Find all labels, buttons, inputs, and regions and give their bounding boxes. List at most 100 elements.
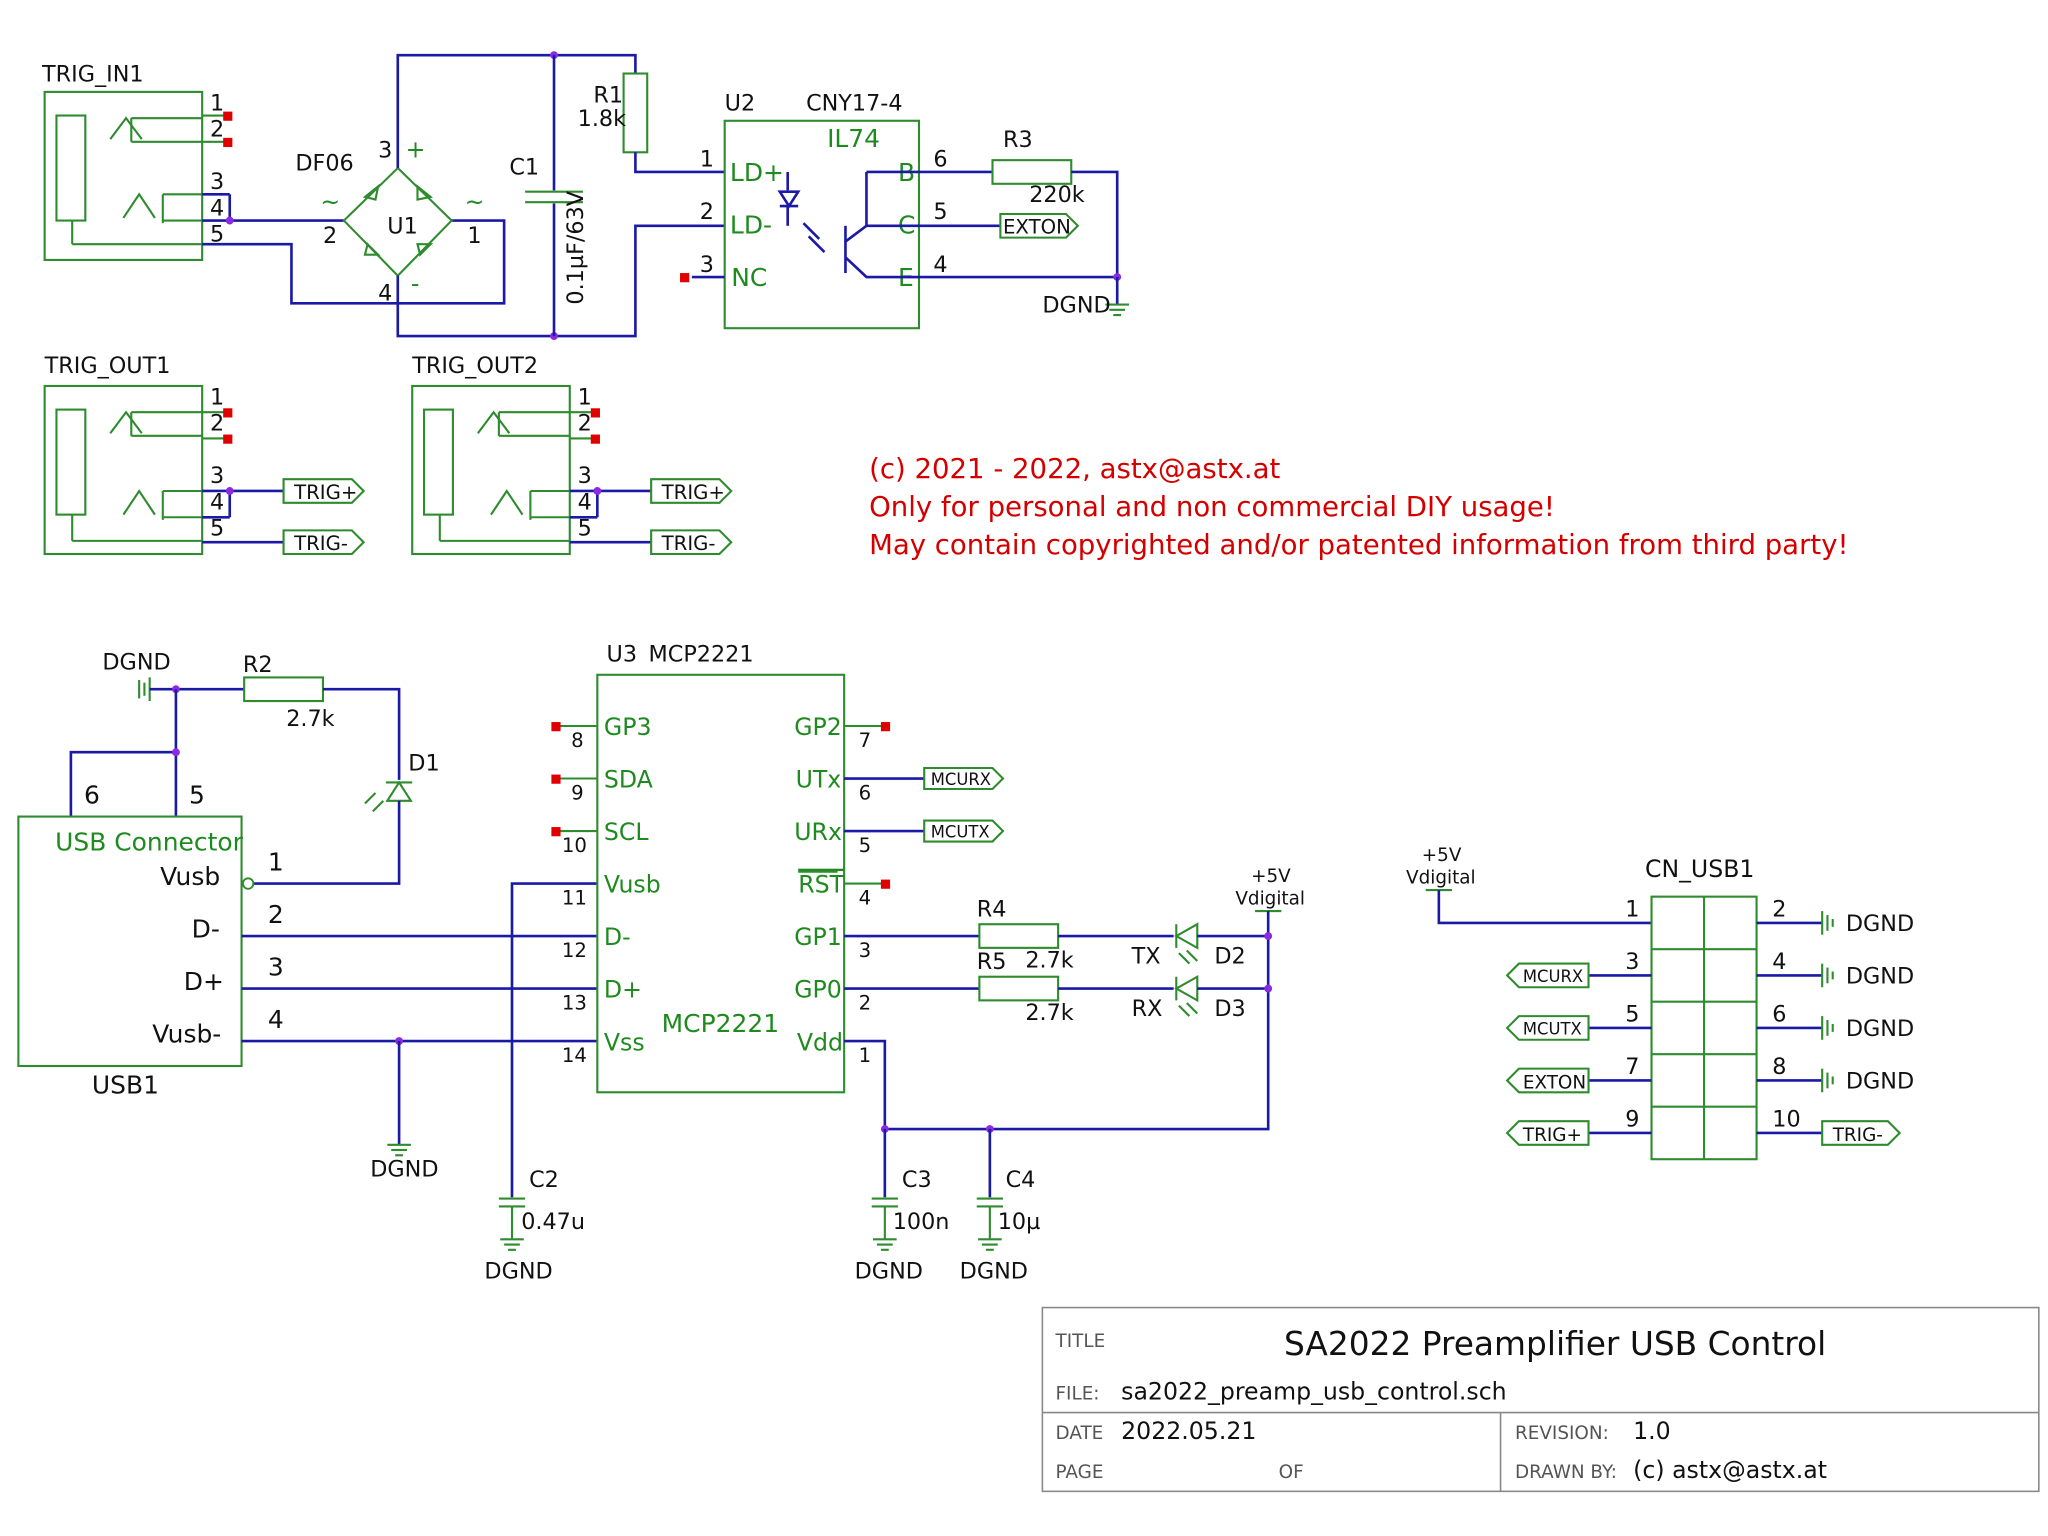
resistor-r4: R4 2.7k [977, 896, 1074, 973]
c2-ref: C2 [529, 1167, 559, 1193]
r3-value: 220k [1029, 182, 1085, 208]
u3-pin11: 11 [562, 887, 587, 910]
usb-pin1-num: 1 [268, 847, 284, 876]
cn-pin10: 10 [1772, 1106, 1800, 1132]
r2-value: 2.7k [286, 706, 334, 732]
u3-dplus: D+ [604, 976, 642, 1004]
c4-ref: C4 [1006, 1167, 1036, 1193]
capacitor-c4: C4 10µ DGND [960, 1167, 1041, 1285]
trig-out2-ref: TRIG_OUT2 [411, 353, 538, 379]
u3-gp0: GP0 [794, 976, 842, 1004]
dgnd-label-c4: DGND [960, 1259, 1028, 1285]
trig-out1-pin4: 4 [210, 489, 224, 515]
tb-file: sa2022_preamp_usb_control.sch [1121, 1377, 1507, 1405]
bridge-pin2: 2 [323, 223, 337, 249]
resistor-r5: R5 2.7k [977, 949, 1074, 1026]
u3-pin7: 7 [859, 729, 872, 752]
vplus-line1-cn: +5V [1422, 845, 1462, 866]
usb-pin2-name: D- [192, 914, 220, 943]
dgnd-label-usb: DGND [370, 1156, 438, 1182]
power-5v-vdigital-u3: +5V Vdigital [1235, 866, 1305, 913]
u3-vdd: Vdd [797, 1028, 843, 1056]
u2-nc: NC [731, 263, 767, 292]
u2-ref: U2 [725, 90, 756, 116]
vplus-line2-cn: Vdigital [1406, 868, 1476, 889]
u3-model: MCP2221 [649, 642, 754, 668]
trig-out1-pin5: 5 [210, 516, 224, 542]
usb-pin3-num: 3 [268, 952, 284, 981]
mcurx-label-cn: MCURX [1523, 967, 1583, 986]
u3-pin10: 10 [562, 834, 587, 857]
usb-connector: 6 5 USB Connector Vusb D- D+ Vusb- 1 2 3… [17, 780, 284, 1100]
u3-right-pins: GP2 UTx URx RST GP1 GP0 Vdd 7 6 5 4 3 2 … [794, 713, 891, 1067]
trig-out1-plus-label: TRIG+ [293, 481, 357, 504]
u3-urx: URx [794, 818, 842, 846]
u2-pin6: 6 [933, 147, 947, 173]
usb-pin4-name: Vusb- [152, 1019, 221, 1048]
u2-ldm: LD- [730, 211, 772, 240]
c4-value: 10µ [998, 1209, 1041, 1235]
u3-scl: SCL [604, 818, 649, 846]
copyright-line2: Only for personal and non commercial DIY… [869, 491, 1555, 523]
dgnd-label-c2: DGND [484, 1259, 552, 1285]
u3-pin4: 4 [859, 887, 872, 910]
c1-value: 0.1µF/63V [563, 190, 589, 304]
exton-label-cn: EXTON [1523, 1072, 1586, 1093]
bridge-minus-mark: - [411, 269, 420, 297]
u3-pin1: 1 [859, 1044, 872, 1067]
cn-pin7: 7 [1625, 1054, 1639, 1080]
u2-pin4: 4 [933, 252, 947, 278]
trig-out1-jack: TRIG_OUT1 1 2 3 4 5 TRIG+ TRIG- [43, 353, 366, 555]
led-d1: D1 [364, 751, 440, 813]
mcutx-label-cn: MCUTX [1523, 1020, 1582, 1039]
dgnd-label-cn2: DGND [1846, 911, 1914, 937]
resistor-r1: R1 1.8k [578, 72, 725, 174]
ground-dgnd-usb-top: DGND [102, 650, 171, 702]
net-label-mcutx-u3: MCUTX [923, 819, 1005, 843]
tb-revision: 1.0 [1633, 1417, 1671, 1445]
trig-out2-pin5: 5 [578, 516, 592, 542]
resistor-r3: R3 220k [991, 127, 1085, 208]
trig-out2-plus-label: TRIG+ [661, 481, 725, 504]
vplus-line1-u3: +5V [1251, 866, 1291, 887]
tb-page-label: PAGE [1056, 1462, 1104, 1483]
tb-title-label: TITLE [1055, 1331, 1106, 1352]
capacitor-c1: C1 0.1µF/63V [509, 55, 589, 337]
dgnd-label-cn8: DGND [1846, 1068, 1914, 1094]
d2-ref: D2 [1214, 944, 1245, 970]
trig-in1-pin4: 4 [210, 195, 224, 221]
dgnd-label-cn6: DGND [1846, 1016, 1914, 1042]
u3-vusb: Vusb [604, 871, 661, 899]
bridge-ac2-mark: ~ [465, 188, 485, 216]
u3-pin5: 5 [859, 834, 872, 857]
led-d2: TX D2 [1131, 922, 1246, 970]
d1-ref: D1 [408, 751, 439, 777]
usb-pin6: 6 [84, 780, 100, 809]
bridge-pin3: 3 [378, 138, 392, 164]
u3-pin3: 3 [859, 939, 872, 962]
usb-pin2-num: 2 [268, 900, 284, 929]
c3-value: 100n [893, 1209, 950, 1235]
bridge-rectifier-u1: DF06 U1 3 4 2 1 + - ~ ~ [295, 136, 484, 307]
tb-drawn-label: DRAWN BY: [1515, 1462, 1617, 1483]
led-d3: RX D3 [1132, 974, 1246, 1022]
u3-pin8: 8 [571, 729, 584, 752]
cn-pin8: 8 [1772, 1054, 1786, 1080]
u2-pin2: 2 [700, 199, 714, 225]
tb-of-label: OF [1279, 1462, 1304, 1483]
trig-out2-pin4: 4 [578, 489, 592, 515]
r1-value: 1.8k [578, 106, 626, 132]
net-label-exton: EXTON [999, 212, 1080, 239]
usb-title: USB Connector [55, 828, 243, 857]
usb-pin5: 5 [189, 780, 205, 809]
tb-file-label: FILE: [1056, 1383, 1100, 1404]
copyright-line3: May contain copyrighted and/or patented … [869, 529, 1848, 561]
bridge-pin4: 4 [378, 281, 392, 307]
ground-dgnd-u2: DGND [1042, 277, 1130, 318]
d3-label: RX [1132, 996, 1163, 1022]
u3-dminus: D- [604, 923, 631, 951]
trig-out2-pin3: 3 [578, 463, 592, 489]
trig-out2-jack: TRIG_OUT2 1 2 3 4 5 TRIG+ TRIG- [411, 353, 733, 555]
trig-in1-pin5: 5 [210, 222, 224, 248]
